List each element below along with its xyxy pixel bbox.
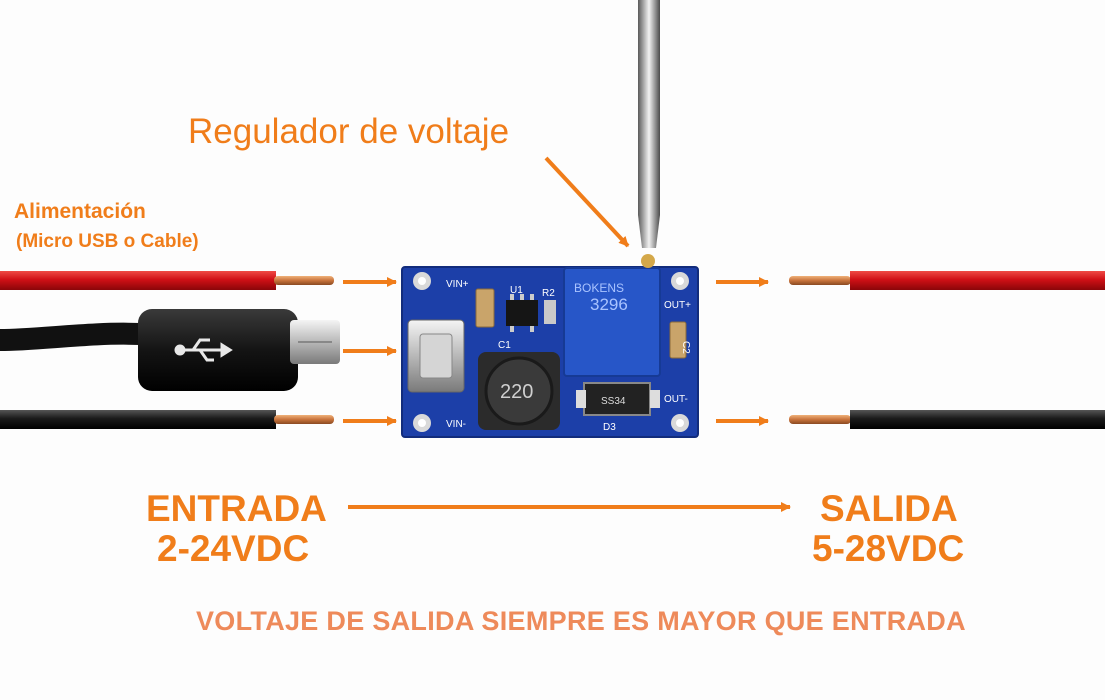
label-c1: C1 — [498, 340, 511, 351]
pot-brand: BOKENS — [574, 281, 624, 295]
label-r2: R2 — [542, 288, 555, 299]
diode-marking: SS34 — [601, 396, 626, 407]
label-u1: U1 — [510, 285, 523, 296]
pin-out-minus: OUT- — [664, 394, 688, 405]
regulator-label: Regulador de voltaje — [188, 112, 510, 151]
power-label: Alimentación — [14, 200, 146, 223]
capacitor-c2 — [669, 321, 687, 359]
micro-usb-cable — [0, 309, 340, 391]
output-range: 5-28VDC — [812, 528, 965, 569]
pin-out-plus: OUT+ — [664, 300, 691, 311]
screwdriver — [638, 0, 660, 248]
footer-note: VOLTAJE DE SALIDA SIEMPRE ES MAYOR QUE E… — [196, 606, 966, 636]
label-c2: C2 — [680, 341, 691, 354]
label-d3: D3 — [603, 422, 616, 433]
input-range: 2-24VDC — [157, 528, 310, 569]
input-positive-wire — [0, 271, 334, 290]
pin-vin-plus: VIN+ — [446, 279, 469, 290]
solder-pads — [413, 272, 689, 432]
output-title: SALIDA — [820, 488, 958, 529]
potentiometer — [563, 267, 661, 377]
resistor-r2 — [544, 300, 556, 324]
output-negative-wire — [789, 410, 1105, 429]
power-sub-label: (Micro USB o Cable) — [16, 231, 199, 252]
diode-d3 — [583, 382, 651, 416]
chip-u1 — [506, 300, 538, 326]
usb-symbol-icon — [174, 338, 233, 362]
boost-converter-board: VIN+ VIN- OUT+ OUT- U1 R2 C1 C2 D3 220 B… — [401, 254, 699, 438]
input-negative-wire — [0, 410, 334, 429]
pot-model: 3296 — [590, 295, 628, 314]
input-title: ENTRADA — [146, 488, 327, 529]
pin-vin-minus: VIN- — [446, 419, 466, 430]
inductor-marking: 220 — [500, 381, 533, 403]
arrow-regulator — [544, 156, 630, 248]
capacitor-c1 — [475, 288, 495, 328]
output-positive-wire — [789, 271, 1105, 290]
